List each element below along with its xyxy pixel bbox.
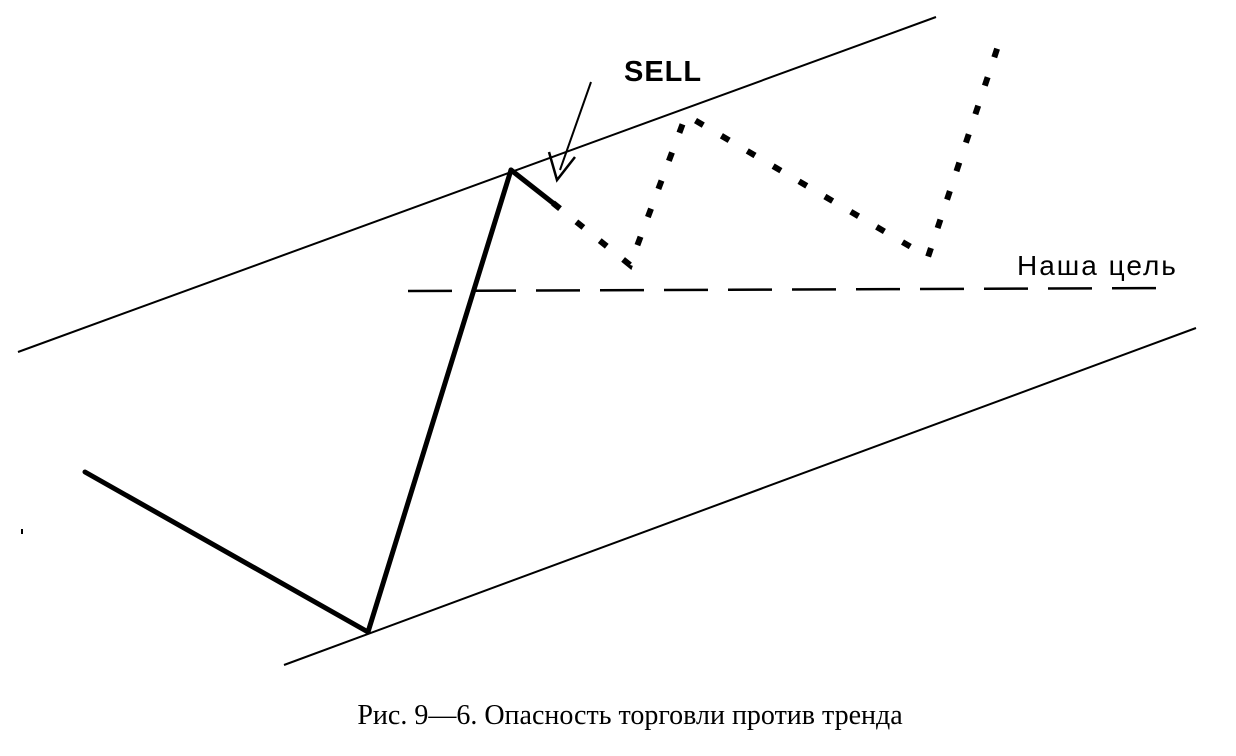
lower-channel-line <box>283 327 1197 666</box>
figure-caption: Рис. 9—6. Опасность торговли против трен… <box>357 700 903 731</box>
price-rally-segment <box>365 167 514 635</box>
sell-label: SELL <box>624 56 702 88</box>
upper-channel-line <box>17 16 937 353</box>
sell-arrow-icon <box>547 81 592 183</box>
price-pullback-segment <box>508 167 556 206</box>
target-level-line <box>407 286 1176 293</box>
price-decline-segment <box>82 469 371 635</box>
projected-price-path <box>551 39 1003 270</box>
target-label: Наша цель <box>1017 250 1178 281</box>
